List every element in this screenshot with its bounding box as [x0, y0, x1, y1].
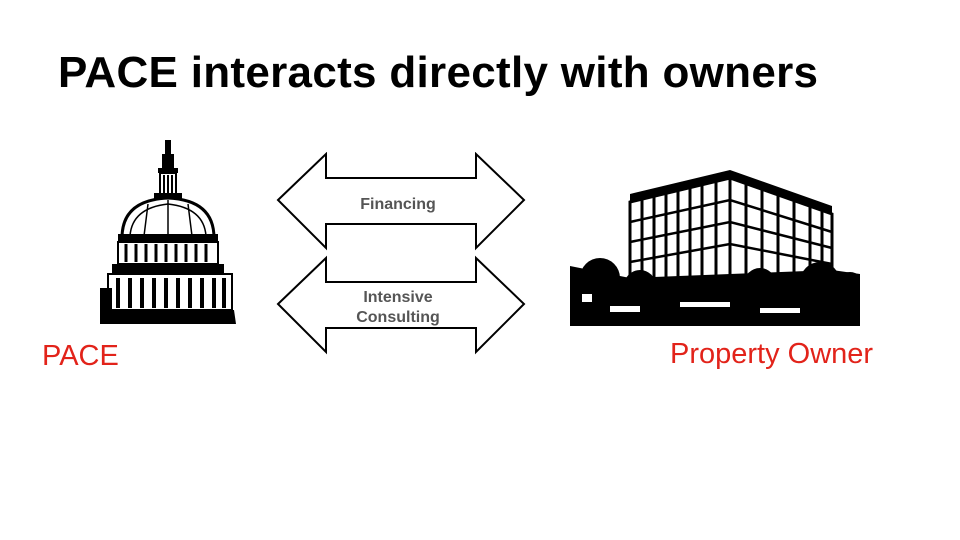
capitol-dome-icon [100, 140, 236, 324]
slide-title: PACE interacts directly with owners [58, 48, 819, 97]
financing-arrow [276, 152, 526, 251]
consulting-label: Intensive Consulting [320, 288, 476, 328]
financing-label: Financing [360, 196, 436, 213]
consulting-label-line2: Consulting [356, 309, 440, 326]
consulting-label-line1: Intensive [363, 289, 433, 306]
pace-label: PACE [42, 340, 119, 372]
office-building-icon [570, 170, 860, 326]
property-owner-label: Property Owner [670, 338, 874, 370]
consulting-arrow [276, 255, 526, 355]
